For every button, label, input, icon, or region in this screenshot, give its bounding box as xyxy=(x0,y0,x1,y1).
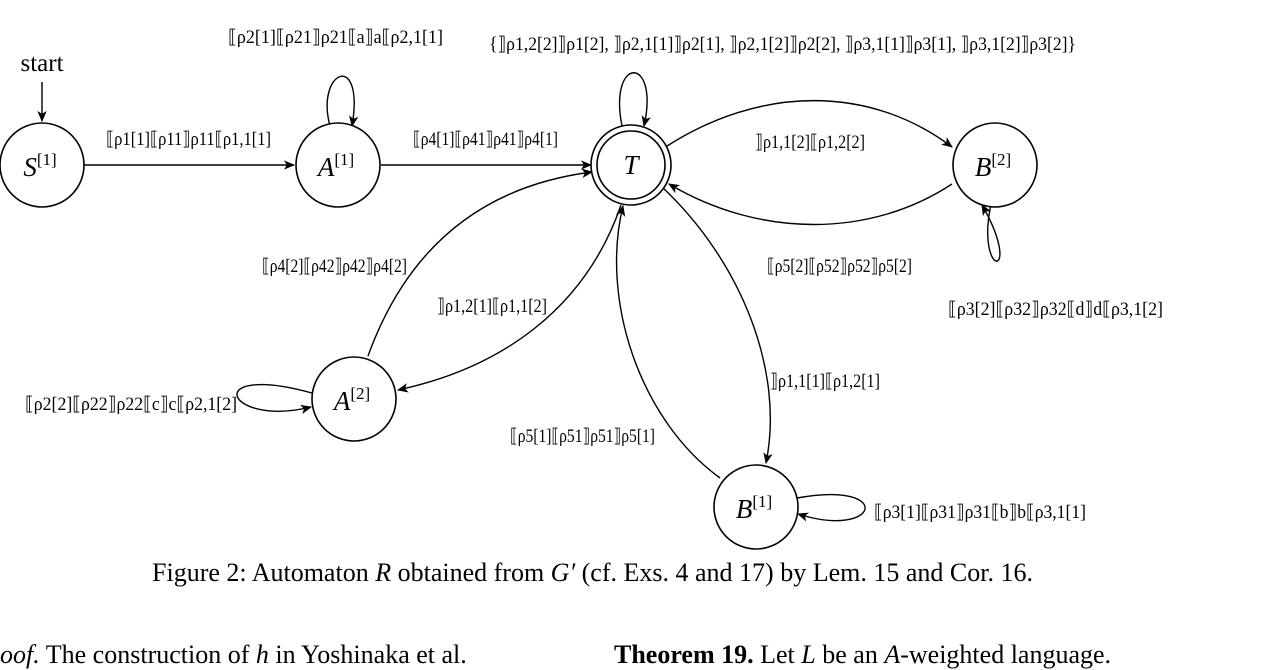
label-s1-a1: ⟦ρ1[1]⟦ρ11⟧ρ11⟦ρ1,1[1] xyxy=(106,129,271,150)
figure-caption: Figure 2: Automaton R obtained from G′ (… xyxy=(152,558,1033,587)
body-text-right: Theorem 19. Let L be an A-weighted langu… xyxy=(614,640,1112,669)
svg-text:S[1]: S[1] xyxy=(23,150,56,182)
label-t-b2: ⟧ρ1,1[2]⟦ρ1,2[2] xyxy=(755,132,865,153)
state-s1: S[1] xyxy=(0,122,85,208)
state-b2: B[2] xyxy=(952,122,1038,208)
label-b2-t: ⟦ρ5[2]⟦ρ52⟧ρ52⟧ρ5[2] xyxy=(767,256,912,277)
start-label: start xyxy=(20,50,63,77)
svg-text:B[2]: B[2] xyxy=(975,150,1011,182)
edge-a2-t xyxy=(367,168,594,357)
edge-b1-loop xyxy=(796,493,866,522)
label-a1-loop: ⟦ρ2[1]⟦ρ21⟧ρ21⟦a⟧a⟦ρ2,1[1] xyxy=(228,27,443,48)
state-t-final: T xyxy=(590,124,672,206)
label-t-b1: ⟧ρ1,1[1]⟦ρ1,2[1] xyxy=(770,371,880,392)
edge-b1-t xyxy=(615,204,721,479)
label-t-loop: {⟧ρ1,2[2]⟧ρ1[2], ⟧ρ2,1[1]⟧ρ2[1], ⟧ρ2,1[2… xyxy=(489,34,1076,55)
svg-text:T: T xyxy=(623,150,640,180)
edge-a1-loop xyxy=(326,75,359,128)
label-b1-loop: ⟦ρ3[1]⟦ρ31⟧ρ31⟦b⟧b⟦ρ3,1[1] xyxy=(874,502,1086,523)
body-text-left: oof. The construction of h in Yoshinaka … xyxy=(0,640,467,669)
edge-t-a2 xyxy=(396,204,622,393)
label-b2-loop: ⟦ρ3[2]⟦ρ32⟧ρ32⟦d⟧d⟦ρ3,1[2] xyxy=(948,299,1163,320)
label-a2-loop: ⟦ρ2[2]⟦ρ22⟧ρ22⟦c⟧c⟦ρ2,1[2] xyxy=(25,394,237,415)
label-t-a2: ⟧ρ1,2[1]⟦ρ1,1[2] xyxy=(437,296,547,317)
edge-t-b2 xyxy=(663,100,953,149)
state-a1: A[1] xyxy=(295,122,381,208)
state-a2: A[2] xyxy=(311,356,397,442)
svg-text:A[1]: A[1] xyxy=(316,150,354,182)
edge-t-loop xyxy=(618,72,651,128)
edge-t-b1 xyxy=(661,186,773,465)
state-b1: B[1] xyxy=(713,464,799,550)
edge-a2-loop xyxy=(236,383,313,414)
label-a2-t: ⟦ρ4[2]⟦ρ42⟧ρ42⟧ρ4[2] xyxy=(262,256,407,277)
label-b1-t: ⟦ρ5[1]⟦ρ51⟧ρ51⟧ρ5[1] xyxy=(510,426,655,447)
svg-text:B[1]: B[1] xyxy=(736,492,772,524)
automaton-diagram: start S[1] A[1] T B[2] A[2] xyxy=(0,27,1163,550)
label-a1-t: ⟦ρ4[1]⟦ρ41⟧ρ41⟧ρ4[1] xyxy=(413,129,558,150)
svg-text:A[2]: A[2] xyxy=(332,384,370,416)
edge-b2-loop xyxy=(981,203,1001,262)
edge-b2-t xyxy=(668,183,953,226)
